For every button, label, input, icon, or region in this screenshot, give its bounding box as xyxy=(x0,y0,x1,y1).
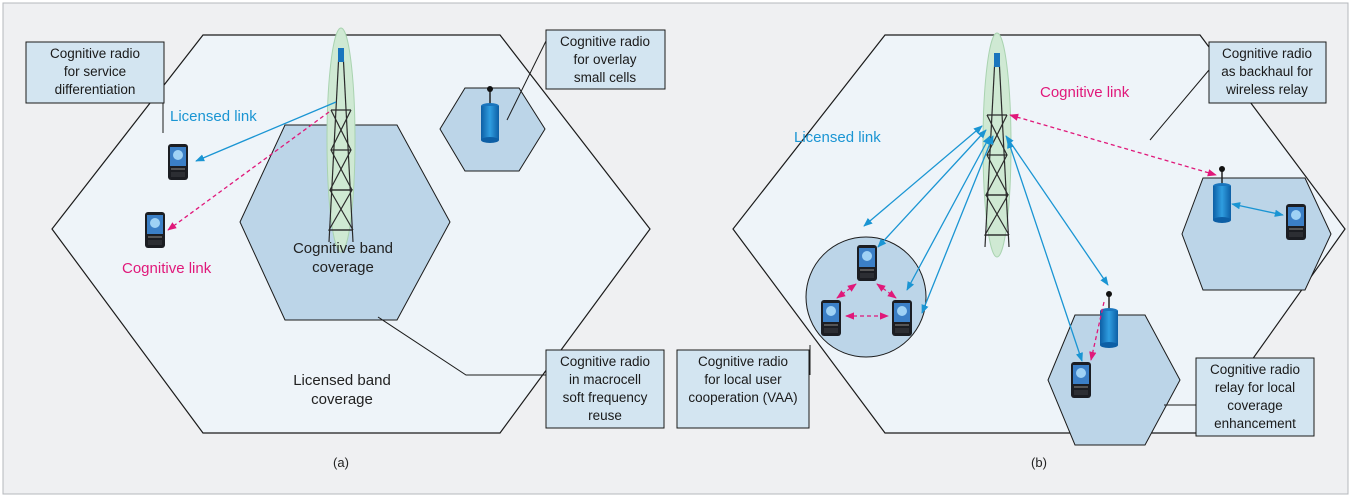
cognitive-link-arrows-b xyxy=(836,113,1217,361)
svg-text:Cognitive radio: Cognitive radio xyxy=(560,34,650,49)
phone-icon-cognitive xyxy=(145,212,165,248)
svg-text:Cognitive radio: Cognitive radio xyxy=(560,354,650,369)
svg-text:soft frequency: soft frequency xyxy=(563,390,648,405)
cognitive-link-label-a: Cognitive link xyxy=(122,260,212,277)
cognitive-link-arrow-a xyxy=(167,111,330,231)
licensed-band-coverage-label: Licensed band coverage xyxy=(293,372,391,408)
svg-text:differentiation: differentiation xyxy=(55,82,136,97)
panel-b: Licensed link Cognitive link Cognitive r… xyxy=(676,32,1346,470)
svg-text:wireless relay: wireless relay xyxy=(1225,82,1308,97)
svg-text:coverage: coverage xyxy=(312,259,374,276)
licensed-link-label-b: Licensed link xyxy=(794,129,881,146)
svg-text:for local user: for local user xyxy=(704,372,782,387)
svg-text:in macrocell: in macrocell xyxy=(569,372,641,387)
callout-overlay-small-cells: Cognitive radio for overlay small cells xyxy=(545,29,666,90)
svg-text:Cognitive band: Cognitive band xyxy=(293,240,393,257)
svg-text:as backhaul for: as backhaul for xyxy=(1221,64,1313,79)
svg-text:Licensed band: Licensed band xyxy=(293,372,391,389)
phone-icon-licensed xyxy=(168,144,188,180)
svg-text:Cognitive radio: Cognitive radio xyxy=(1222,46,1312,61)
callout-relay-coverage-enhancement: Cognitive radio relay for local coverage… xyxy=(1195,357,1315,437)
svg-text:for overlay: for overlay xyxy=(573,52,636,67)
panel-a-label: (a) xyxy=(333,455,349,470)
svg-text:Cognitive radio: Cognitive radio xyxy=(50,46,140,61)
svg-text:relay for local: relay for local xyxy=(1215,380,1295,395)
svg-text:for service: for service xyxy=(64,64,126,79)
svg-text:reuse: reuse xyxy=(588,408,622,423)
backhaul-small-cell-hexagon xyxy=(1181,177,1332,291)
panel-a: Licensed link Cognitive link Cognitive b… xyxy=(25,27,666,470)
svg-text:enhancement: enhancement xyxy=(1214,416,1296,431)
panel-b-label: (b) xyxy=(1031,455,1047,470)
licensed-link-arrow-a xyxy=(195,101,337,162)
callout-service-differentiation: Cognitive radio for service differentiat… xyxy=(25,41,165,104)
phone-icon-vaa-left xyxy=(821,300,841,336)
svg-text:Cognitive radio: Cognitive radio xyxy=(698,354,788,369)
cognitive-band-coverage-label: Cognitive band coverage xyxy=(293,240,393,276)
macro-tower-icon-a xyxy=(326,27,356,253)
svg-text:coverage: coverage xyxy=(311,391,373,408)
phone-icon-relay-cell xyxy=(1071,362,1091,398)
svg-text:small cells: small cells xyxy=(574,70,637,85)
svg-text:cooperation (VAA): cooperation (VAA) xyxy=(688,390,797,405)
leader-lines-b xyxy=(809,69,1210,406)
phone-icon-vaa-right xyxy=(892,300,912,336)
phone-icon-backhaul-cell xyxy=(1286,204,1306,240)
callout-backhaul-wireless-relay: Cognitive radio as backhaul for wireless… xyxy=(1208,41,1327,104)
svg-text:Cognitive radio: Cognitive radio xyxy=(1210,362,1300,377)
cognitive-link-label-b: Cognitive link xyxy=(1040,84,1130,101)
macro-tower-icon-b xyxy=(982,32,1012,258)
svg-text:coverage: coverage xyxy=(1227,398,1283,413)
callout-macrocell-soft-frequency-reuse: Cognitive radio in macrocell soft freque… xyxy=(545,349,665,429)
licensed-link-label-a: Licensed link xyxy=(170,108,257,125)
callout-local-user-cooperation: Cognitive radio for local user cooperati… xyxy=(676,349,810,429)
phone-icon-vaa-top xyxy=(857,245,877,281)
